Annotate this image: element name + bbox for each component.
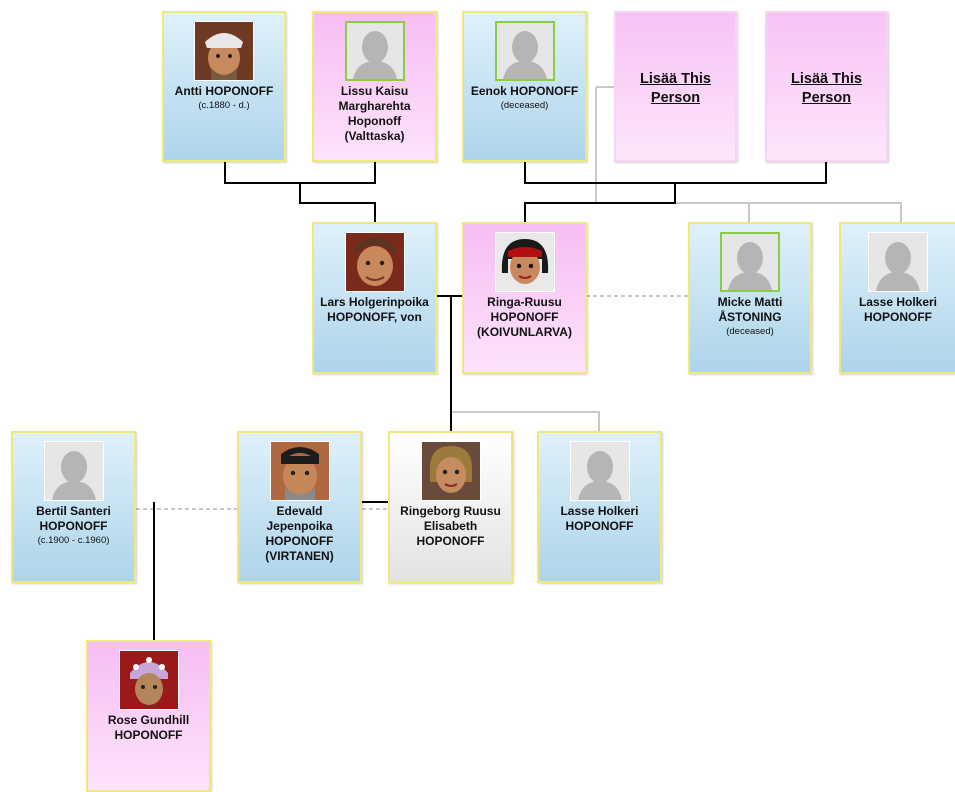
avatar-placeholder	[344, 21, 405, 81]
person-name: Lasse Holkeri HOPONOFF	[560, 504, 639, 533]
person-name: Rose Gundhill HOPONOFF	[107, 713, 190, 742]
person-name: Edevald Jepenpoika HOPONOFF (VIRTANEN)	[265, 504, 334, 563]
person-name: Antti HOPONOFF	[174, 84, 274, 98]
person-photo-icon	[495, 233, 554, 291]
person-name: Lasse Holkeri HOPONOFF	[858, 295, 938, 324]
person-photo-icon	[119, 651, 178, 709]
person-name: Eenok HOPONOFF	[470, 84, 579, 98]
person-card-ringa[interactable]: Ringa-Ruusu HOPONOFF (KOIVUNLARVA)	[462, 222, 587, 374]
silhouette-icon	[346, 23, 403, 79]
silhouette-icon	[496, 23, 553, 79]
avatar-photo	[194, 21, 254, 81]
person-card-micke[interactable]: Micke Matti ÅSTONING (deceased)	[688, 222, 812, 374]
person-card-bertil[interactable]: Bertil Santeri HOPONOFF (c.1900 - c.1960…	[11, 431, 136, 583]
person-name: Lars Holgerinpoika HOPONOFF, von	[320, 295, 429, 324]
person-photo-icon	[421, 442, 480, 500]
person-name: Micke Matti ÅSTONING	[717, 295, 783, 324]
person-card-lasse-1[interactable]: Lasse Holkeri HOPONOFF	[839, 222, 955, 374]
person-name: Lissu Kaisu Margharehta Hoponoff (Valtta…	[338, 84, 411, 143]
person-card-rose[interactable]: Rose Gundhill HOPONOFF	[86, 640, 211, 792]
avatar-placeholder	[43, 441, 104, 501]
person-dates: (c.1880 - d.)	[198, 100, 250, 111]
avatar-placeholder	[569, 441, 630, 501]
person-dates: (deceased)	[500, 100, 549, 111]
person-card-antti[interactable]: Antti HOPONOFF (c.1880 - d.)	[162, 11, 286, 162]
silhouette-icon	[570, 442, 629, 500]
add-person-card-1[interactable]: Lisää This Person	[614, 11, 737, 162]
avatar-placeholder	[720, 232, 780, 292]
person-card-edevald[interactable]: Edevald Jepenpoika HOPONOFF (VIRTANEN)	[237, 431, 362, 583]
silhouette-icon	[722, 234, 778, 290]
avatar-placeholder	[494, 21, 555, 81]
person-name: Bertil Santeri HOPONOFF	[36, 504, 111, 533]
person-card-eenok[interactable]: Eenok HOPONOFF (deceased)	[462, 11, 587, 162]
avatar-photo	[344, 232, 405, 292]
add-person-link[interactable]: Lisää This Person	[640, 71, 711, 106]
person-card-lars[interactable]: Lars Holgerinpoika HOPONOFF, von	[312, 222, 437, 374]
person-card-lasse-2[interactable]: Lasse Holkeri HOPONOFF	[537, 431, 662, 583]
avatar-photo	[118, 650, 179, 710]
person-card-lissu[interactable]: Lissu Kaisu Margharehta Hoponoff (Valtta…	[312, 11, 437, 162]
person-photo-icon	[270, 442, 329, 500]
person-dates: (c.1900 - c.1960)	[37, 535, 110, 546]
avatar-photo	[420, 441, 481, 501]
person-dates: (deceased)	[726, 326, 774, 337]
person-card-ringeborg[interactable]: Ringeborg Ruusu Elisabeth HOPONOFF	[388, 431, 513, 583]
add-person-link[interactable]: Lisää This Person	[791, 71, 862, 106]
person-name: Ringa-Ruusu HOPONOFF (KOIVUNLARVA)	[477, 295, 572, 339]
avatar-photo	[269, 441, 330, 501]
silhouette-icon	[44, 442, 103, 500]
silhouette-icon	[869, 233, 927, 291]
person-photo-icon	[345, 233, 404, 291]
add-person-card-2[interactable]: Lisää This Person	[765, 11, 888, 162]
person-name: Ringeborg Ruusu Elisabeth HOPONOFF	[400, 504, 501, 548]
avatar-placeholder	[868, 232, 928, 292]
person-photo-icon	[195, 22, 253, 80]
avatar-photo	[494, 232, 555, 292]
